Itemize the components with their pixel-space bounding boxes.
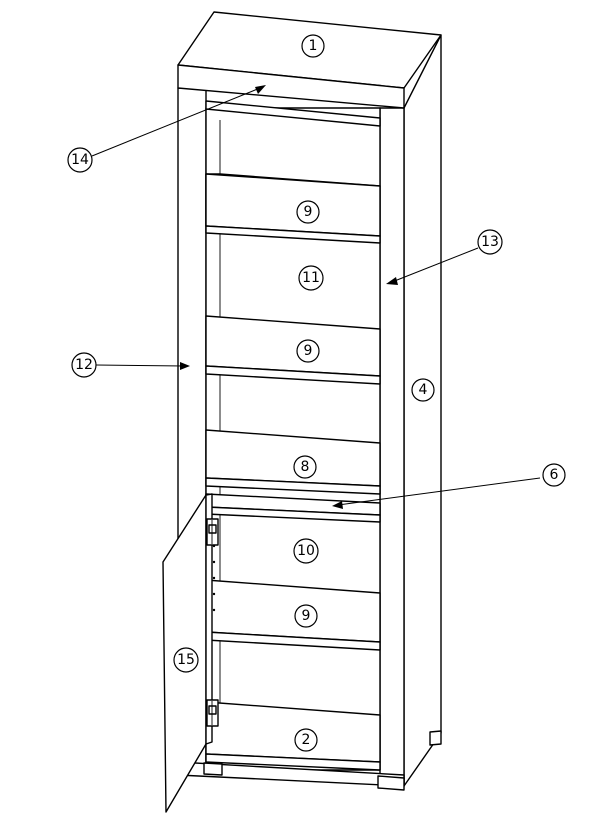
- callout-6: 6: [542, 463, 566, 487]
- callout-4: 4: [411, 378, 435, 402]
- leader-14: [91, 85, 266, 157]
- foot-back: [429, 730, 442, 746]
- shelf-4: [205, 579, 381, 651]
- right-side-front-edge: [379, 107, 405, 787]
- shelf-3: [205, 429, 381, 495]
- svg-text:13: 13: [481, 234, 499, 250]
- top-rail: [205, 100, 381, 127]
- callout-12: 12: [71, 352, 97, 378]
- leader-12: [95, 362, 190, 370]
- door-edge: [205, 493, 213, 745]
- svg-text:2: 2: [302, 732, 311, 748]
- hinge-bottom: [206, 699, 219, 727]
- callout-1: 1: [301, 34, 325, 58]
- svg-text:9: 9: [304, 204, 313, 220]
- leader-6: [332, 477, 541, 509]
- svg-text:15: 15: [177, 652, 195, 668]
- callout-15: 15: [173, 647, 199, 673]
- foot-right: [377, 775, 405, 791]
- svg-text:9: 9: [302, 608, 311, 624]
- svg-text:11: 11: [302, 270, 320, 286]
- callout-9-upper: 9: [296, 200, 320, 224]
- svg-text:6: 6: [550, 467, 559, 483]
- foot-left: [203, 762, 223, 776]
- bottom-panel: [205, 701, 381, 771]
- svg-text:12: 12: [75, 357, 93, 373]
- callout-11: 11: [298, 265, 324, 291]
- callout-9-lower: 9: [294, 604, 318, 628]
- callout-2: 2: [294, 728, 318, 752]
- svg-text:10: 10: [297, 543, 315, 559]
- callout-10: 10: [293, 538, 319, 564]
- right-side-panel: [403, 34, 442, 787]
- svg-text:8: 8: [301, 459, 310, 475]
- hinge-top: [206, 518, 219, 546]
- svg-text:9: 9: [304, 343, 313, 359]
- callout-14: 14: [67, 147, 93, 173]
- svg-text:4: 4: [419, 382, 428, 398]
- shelf-1: [205, 173, 381, 244]
- top-front-edge: [177, 64, 405, 109]
- svg-text:14: 14: [71, 152, 89, 168]
- shelf-2: [205, 315, 381, 385]
- callout-8: 8: [293, 455, 317, 479]
- callout-9-middle: 9: [296, 339, 320, 363]
- leader-13: [386, 247, 479, 285]
- svg-text:1: 1: [309, 38, 318, 54]
- callout-13: 13: [477, 229, 503, 255]
